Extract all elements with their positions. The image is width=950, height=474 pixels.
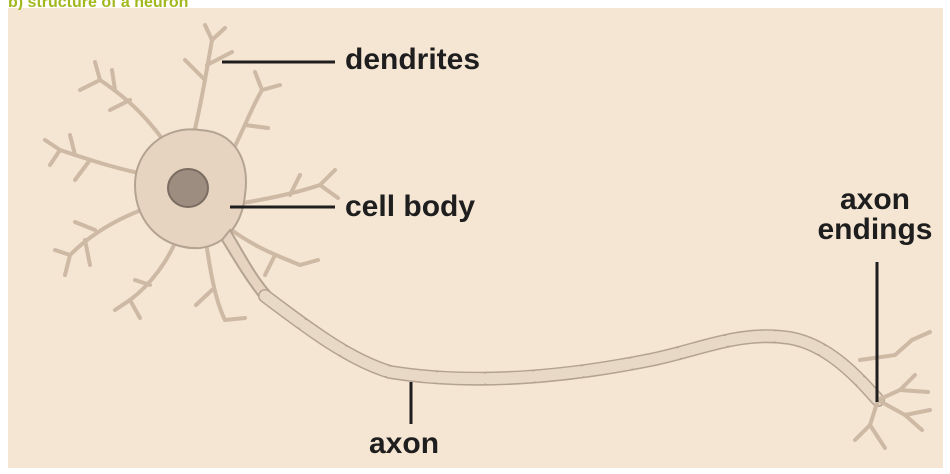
- label-axon: axon: [369, 429, 439, 459]
- label-axon-endings: axon endings: [805, 185, 945, 245]
- label-cell-body: cell body: [345, 192, 475, 222]
- label-axon-endings-line1: axon: [805, 185, 945, 215]
- label-axon-endings-line2: endings: [805, 215, 945, 245]
- label-dendrites: dendrites: [345, 45, 480, 75]
- axon-shape: [265, 296, 878, 400]
- nucleus-shape: [168, 169, 208, 207]
